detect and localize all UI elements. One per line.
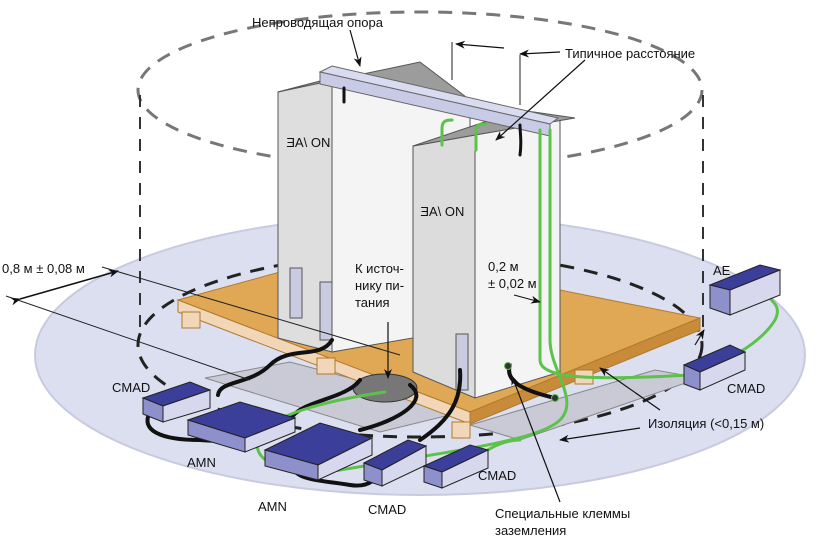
label-power-source-3: тания [355,295,390,310]
dim-ext-lower [5,295,251,381]
label-cmad-left: CMAD [112,380,150,395]
label-power-source-1: К источ- [355,261,404,276]
label-cmad-right: CMAD [727,381,765,396]
label-power-source-2: нику пи- [355,278,404,293]
ground-terminal-2 [551,394,559,402]
label-distance-02-2: ± 0,02 м [488,276,537,291]
arrow-ground-terminals [511,375,561,503]
label-typical-distance: Типичное расстояние [565,46,695,61]
arrow-insulation-1 [599,367,661,411]
device-amn-b [263,422,374,481]
device-cmad-right [682,344,747,391]
upper-boundary-ellipse [136,10,704,170]
device-ae [708,264,782,316]
power-feedthrough [352,373,418,403]
ground-terminal-1 [504,362,512,370]
dim-ext-upper [101,266,401,356]
label-cmad-bottom-b: CMAD [478,468,516,483]
label-ground-terminals-1: Специальные клеммы [495,506,630,521]
label-amn-a: AMN [187,455,216,470]
device-cmad-left [141,381,212,423]
device-cmad-bottom-a [362,439,428,487]
label-distance-08: 0,8 м ± 0,08 м [2,261,85,276]
arrow-02m [513,294,541,304]
label-ground-terminals-2: заземления [495,523,566,538]
arrow-nonconductive-support [349,29,362,67]
label-amn-b: AMN [258,499,287,514]
arrow-typical-distance-left [455,40,505,49]
label-eut-ae-right: ИО /AE [420,204,464,219]
label-cmad-bottom-a: CMAD [368,502,406,517]
arrow-typical-distance-cable [495,59,586,141]
label-eut-ae-left: ИО /AE [286,135,330,150]
dim-arrow-08 [10,269,119,306]
label-nonconductive-support: Непроводящая опора [252,15,384,30]
label-insulation: Изоляция (<0,15 м) [648,416,764,431]
arrow-ae [694,329,705,346]
arrow-typical-distance-right [519,49,561,58]
device-cmad-bottom-b [422,444,490,489]
label-distance-02-1: 0,2 м [488,259,519,274]
label-ae: AE [713,263,731,278]
device-amn-a [186,401,297,453]
arrow-insulation-2 [559,427,641,443]
